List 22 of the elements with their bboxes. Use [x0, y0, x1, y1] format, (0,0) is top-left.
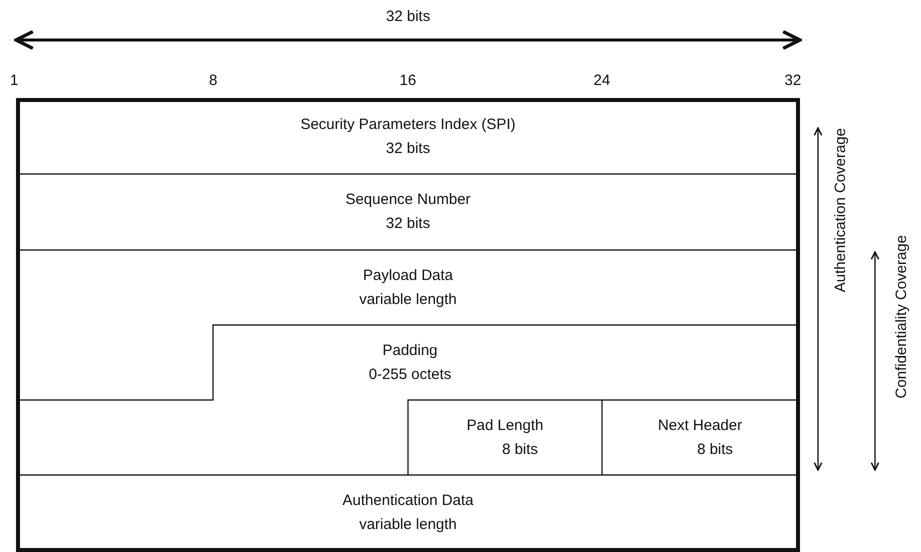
field-name: Payload Data: [362, 266, 454, 286]
field-name: Padding: [382, 340, 438, 360]
bit-number: 8: [209, 72, 218, 89]
bit-number: 24: [594, 72, 610, 89]
coverage-label: Authentication Coverage: [832, 128, 849, 292]
field-size: 32 bits: [386, 139, 430, 159]
coverage-label: Confidentiality Coverage: [893, 235, 910, 398]
bit-number: 16: [400, 72, 416, 89]
field-name: Sequence Number: [345, 190, 471, 210]
field-name: Security Parameters Index (SPI): [300, 115, 516, 135]
field-size: 0-255 octets: [368, 364, 452, 384]
field-size: 8 bits: [697, 440, 733, 460]
field-size: 8 bits: [502, 440, 538, 460]
field-name: Pad Length: [466, 416, 544, 436]
field-name: Authentication Data: [342, 490, 474, 510]
bit-number: 1: [10, 72, 18, 89]
field-size: variable length: [359, 514, 457, 534]
bit-number: 32: [784, 72, 802, 89]
field-size: 32 bits: [386, 214, 430, 234]
field-size: variable length: [359, 290, 457, 310]
bit-count-label: 32 bits: [386, 8, 430, 25]
field-name: Next Header: [658, 416, 742, 436]
